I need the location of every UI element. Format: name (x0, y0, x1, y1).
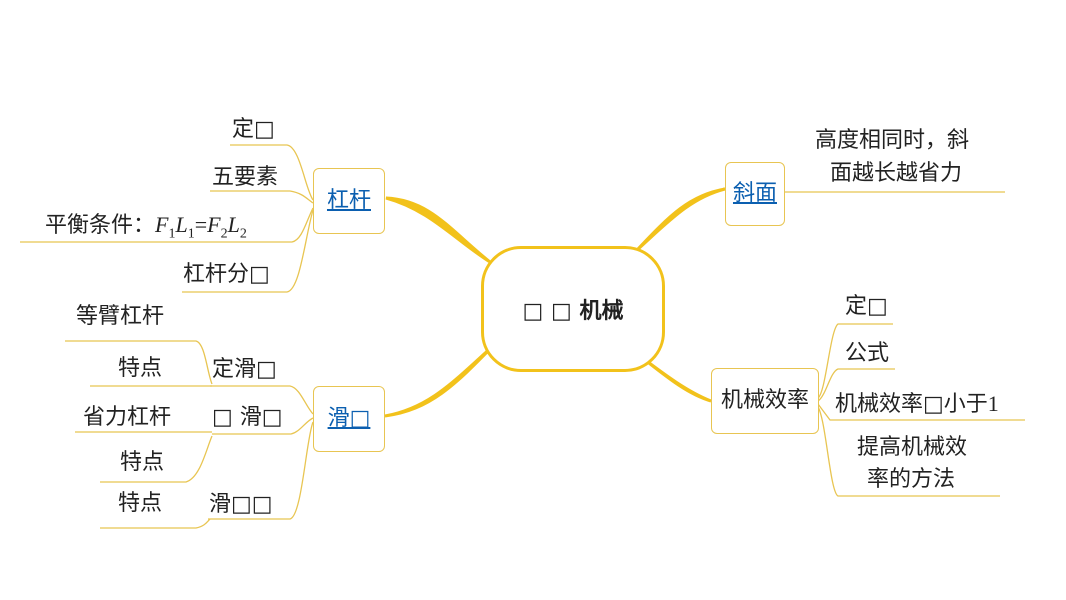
balance-formula: F1L1=F2L2 (155, 212, 247, 242)
efficiency-item-less-than-one: 机械效率□小于1 (835, 391, 999, 417)
topic-efficiency[interactable]: 机械效率 (711, 368, 819, 434)
pulley-movable: □ 滑□ (212, 405, 283, 430)
efficiency-item-formula: 公式 (845, 341, 890, 366)
central-topic-label: □ □ 机械 (522, 299, 624, 324)
pulley-fixed: 定滑□ (212, 357, 277, 382)
topic-pulley[interactable]: 滑□ (313, 386, 385, 452)
pulley-block: 滑□□ (209, 492, 273, 517)
topic-lever[interactable]: 杠杆 (313, 168, 385, 234)
topic-pulley-link[interactable]: 滑□ (327, 406, 371, 431)
incline-note-line2: 面越长越省力 (830, 161, 963, 186)
incline-note-line1: 高度相同时，斜 (815, 128, 970, 153)
lever-item-elements: 五要素 (212, 165, 279, 190)
fixed-pulley-child-equal-arm: 等臂杠杆 (76, 304, 165, 329)
efficiency-method-line2: 率的方法 (867, 467, 956, 492)
movable-pulley-child-force-saving: 省力杠杆 (83, 405, 172, 430)
central-topic[interactable]: □ □ 机械 (481, 246, 665, 372)
efficiency-method-line1: 提高机械效 (857, 435, 968, 460)
topic-incline-link[interactable]: 斜面 (732, 181, 777, 206)
branch-to-efficiency (639, 354, 712, 403)
topic-efficiency-label: 机械效率 (720, 388, 809, 413)
topic-lever-link[interactable]: 杠杆 (326, 188, 371, 213)
topic-incline[interactable]: 斜面 (725, 162, 785, 226)
fixed-pulley-child-feature: 特点 (118, 356, 163, 381)
lever-item-balance: 平衡条件：F1L1=F2L2 (45, 212, 247, 247)
lever-item-definition: 定□ (232, 117, 275, 142)
branch-to-pulley (384, 343, 496, 418)
lever-item-classification: 杠杆分□ (183, 262, 270, 287)
branch-to-incline (635, 187, 726, 252)
movable-pulley-child-feature: 特点 (120, 450, 165, 475)
efficiency-item-definition: 定□ (845, 294, 888, 319)
branch-to-lever (385, 196, 491, 264)
lever-balance-label: 平衡条件： (45, 213, 156, 238)
less-than-value: 1 (987, 391, 999, 416)
pulley-block-child-feature: 特点 (118, 491, 163, 516)
